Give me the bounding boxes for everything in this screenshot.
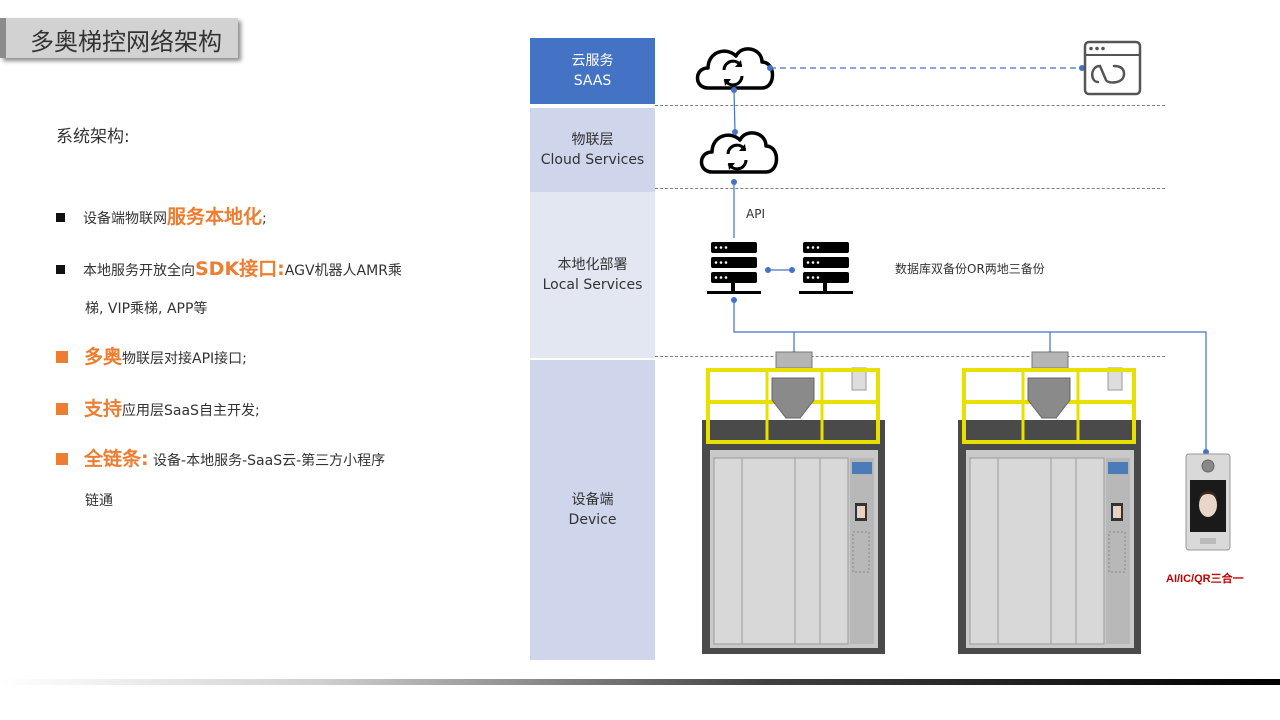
layer-title: 云服务 bbox=[571, 53, 614, 69]
bullet-square-orange-icon bbox=[56, 453, 68, 465]
bullet-text: 本地服务开放全向 bbox=[83, 263, 195, 279]
bullet-square-orange-icon bbox=[56, 351, 68, 363]
link-line bbox=[733, 89, 736, 133]
layer-subtitle: Cloud Services bbox=[540, 152, 645, 168]
bullet-text-end: ; bbox=[262, 211, 267, 227]
bullet-item-3: 多奥物联层对接API接口; bbox=[56, 342, 247, 369]
face-recognition-terminal-icon bbox=[1185, 453, 1231, 551]
layer-subtitle: Device bbox=[568, 512, 617, 528]
layer-subtitle: SAAS bbox=[573, 73, 612, 89]
layer-local: 本地化部署 Local Services bbox=[530, 192, 655, 358]
bullet-highlight: 服务本地化 bbox=[167, 206, 263, 228]
title-accent-bar bbox=[0, 18, 6, 58]
saas-app-window-icon bbox=[1083, 40, 1142, 96]
page-title: 多奥梯控网络架构 bbox=[30, 28, 222, 56]
title-banner: 多奥梯控网络架构 bbox=[0, 18, 238, 58]
layer-title: 设备端 bbox=[571, 492, 614, 508]
layer-cloud-saas: 云服务 SAAS bbox=[530, 38, 655, 104]
server-icon-backup bbox=[799, 242, 853, 294]
layer-title: 本地化部署 bbox=[557, 257, 628, 273]
terminal-label: AI/IC/QR三合一 bbox=[1166, 573, 1244, 585]
elevator-icon-2 bbox=[958, 351, 1141, 654]
layer-divider bbox=[655, 188, 1165, 189]
bullet-item-2: 本地服务开放全向SDK接口:AGV机器人AMR乘 bbox=[56, 254, 402, 281]
bullet-text: 设备端物联网 bbox=[83, 211, 167, 227]
bullet-square-icon bbox=[56, 212, 65, 222]
bullet-item-1: 设备端物联网服务本地化; bbox=[56, 202, 267, 229]
layer-divider bbox=[655, 356, 1165, 357]
bullet-text-end: 设备-本地服务-SaaS云-第三方小程序 bbox=[148, 453, 386, 469]
api-label: API bbox=[746, 207, 765, 221]
bullet-highlight: 支持 bbox=[84, 398, 123, 420]
layer-title: 物联层 bbox=[571, 132, 614, 148]
bullet-item-5: 全链条: 设备-本地服务-SaaS云-第三方小程序 bbox=[56, 444, 385, 471]
layer-divider bbox=[655, 105, 1165, 106]
system-architecture-label: 系统架构: bbox=[56, 127, 130, 147]
bullet-square-orange-icon bbox=[56, 403, 68, 415]
bullet-highlight: 多奥 bbox=[84, 346, 123, 368]
bullet-text-end: 应用层SaaS自主开发; bbox=[122, 403, 260, 419]
bullet-highlight: 全链条: bbox=[84, 448, 149, 470]
elevator-icon-1 bbox=[702, 351, 885, 654]
bullet-text-end: 物联层对接API接口; bbox=[122, 351, 247, 367]
layer-subtitle: Local Services bbox=[542, 277, 643, 293]
bullet-highlight: SDK接口: bbox=[195, 258, 285, 280]
cloud-sync-icon-top bbox=[695, 47, 775, 90]
bullet-item-4: 支持应用层SaaS自主开发; bbox=[56, 394, 260, 421]
cloud-sync-icon-middle bbox=[699, 131, 779, 174]
bullet-text-end: AGV机器人AMR乘 bbox=[284, 263, 402, 279]
layer-device: 设备端 Device bbox=[530, 360, 655, 660]
database-backup-label: 数据库双备份OR两地三备份 bbox=[895, 262, 1045, 276]
layer-iot: 物联层 Cloud Services bbox=[530, 108, 655, 192]
bullet-item-5-continuation: 链通 bbox=[85, 493, 113, 509]
bullet-item-2-continuation: 梯, VIP乘梯, APP等 bbox=[85, 301, 208, 317]
server-icon-primary bbox=[707, 242, 761, 294]
bullet-square-icon bbox=[56, 264, 65, 274]
footer-gradient-bar bbox=[0, 679, 1280, 685]
